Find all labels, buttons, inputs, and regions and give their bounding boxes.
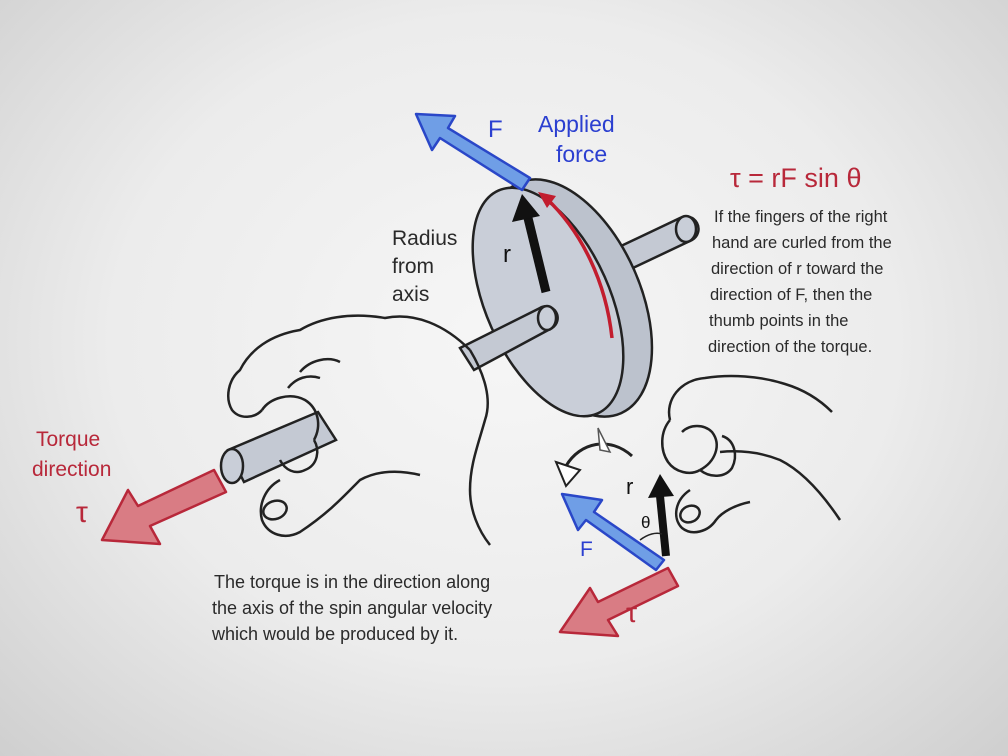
theta-label: θ	[641, 513, 650, 532]
curl-arrow	[554, 427, 634, 488]
tau-label-small: τ	[626, 597, 637, 628]
r-label-small: r	[626, 474, 633, 499]
radius-label-line1: Radius	[392, 227, 457, 250]
applied-label-line2: force	[556, 141, 607, 167]
applied-force-F-label: F	[488, 116, 503, 143]
right-hand-drawing	[661, 374, 842, 534]
rule-text-line6: direction of the torque.	[708, 338, 872, 356]
left-hand-drawing	[227, 314, 491, 546]
torque-arrow-left	[100, 468, 228, 546]
small-torque-arrow	[558, 566, 680, 638]
caption-line2: the axis of the spin angular velocity	[212, 598, 492, 618]
torque-formula: τ = rF sin θ	[730, 163, 861, 193]
caption-line3: which would be produced by it.	[211, 624, 458, 644]
applied-label-line1: Applied	[538, 111, 615, 137]
rule-text-line3: direction of r toward the	[711, 260, 883, 278]
axle-left	[219, 304, 559, 485]
rule-text-line1: If the fingers of the right	[714, 208, 888, 226]
torque-direction-line1: Torque	[36, 428, 100, 451]
disk	[471, 178, 654, 418]
radius-label-line2: from	[392, 255, 434, 278]
theta-arc	[639, 532, 663, 541]
rule-text-line2: hand are curled from the	[712, 234, 892, 252]
applied-force-arrow	[414, 112, 532, 192]
radius-label-line3: axis	[392, 283, 429, 306]
F-label-small: F	[580, 538, 593, 561]
tau-label-left: τ	[76, 496, 88, 529]
caption-line1: The torque is in the direction along	[214, 572, 490, 592]
radius-arrow	[512, 194, 551, 294]
rule-text-line5: thumb points in the	[709, 312, 848, 330]
rotation-arrow-red	[538, 192, 614, 339]
small-radius-arrow	[648, 474, 674, 557]
small-force-arrow	[560, 492, 666, 572]
torque-direction-line2: direction	[32, 458, 111, 481]
r-label-disk: r	[503, 241, 511, 268]
rule-text-line4: direction of F, then the	[710, 286, 872, 304]
